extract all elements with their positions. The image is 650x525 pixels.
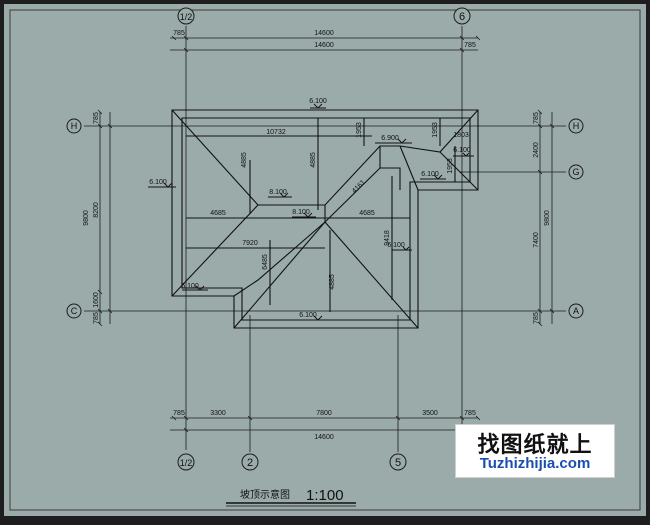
elevation-text: 8.100	[292, 209, 310, 216]
dim-text: 4885	[310, 152, 317, 168]
grid-label: 5	[395, 457, 401, 469]
grid-bubble-bottom-3	[389, 453, 407, 471]
dim-text: 785	[173, 30, 185, 37]
grid-label: H	[573, 121, 580, 131]
dim-text: 14600	[314, 434, 334, 441]
dim-text: 9418	[384, 230, 391, 246]
elevation-markers	[148, 103, 474, 321]
dim-text: 7800	[316, 410, 332, 417]
dim-text: 1803	[453, 132, 469, 139]
drawing-title: 坡顶示意图 1:100	[226, 487, 356, 507]
dim-text: 8200	[93, 202, 100, 218]
dim-text: 785	[464, 410, 476, 417]
dim-text: 4885	[329, 274, 336, 290]
watermark-en: Tuzhizhijia.com	[479, 455, 591, 472]
grid-bubble-top-right	[453, 7, 471, 25]
dim-text: 14600	[314, 42, 334, 49]
grid-bubble-top-left	[177, 7, 195, 25]
dim-text: 785	[533, 312, 540, 324]
dim-text: 1600	[93, 292, 100, 308]
dim-text: 14600	[314, 30, 334, 37]
dim-text: 2400	[533, 142, 540, 158]
dim-text: 6485	[262, 254, 269, 270]
elevation-text: 6.100	[149, 179, 167, 186]
dim-text: 785	[93, 312, 100, 324]
grid-label: G	[572, 167, 579, 177]
dim-text: 3300	[210, 410, 226, 417]
dim-text: 785	[533, 112, 540, 124]
grid-bubble-bottom-1	[177, 453, 195, 471]
drawing-title-cn: 坡顶示意图	[240, 488, 290, 501]
dim-text: 9800	[83, 210, 90, 226]
dim-text: 1953	[356, 122, 363, 138]
grid-label: 1/2	[180, 12, 193, 22]
grid-bubble-right-a	[568, 303, 584, 319]
grid-label: 1/2	[180, 458, 193, 468]
dim-text: 4685	[359, 210, 375, 217]
dim-text: 785	[173, 410, 185, 417]
dimension-lines	[97, 35, 555, 433]
dim-text: 9800	[544, 210, 551, 226]
dim-text: 3500	[422, 410, 438, 417]
elevation-text: 6.100	[181, 283, 199, 290]
grid-label: 6	[459, 11, 465, 23]
grid-bubble-right-h	[568, 118, 584, 134]
grid-bubble-right-g	[568, 164, 584, 180]
dim-text: 4685	[210, 210, 226, 217]
drawing-border	[9, 9, 641, 511]
grid-bubbles	[66, 7, 584, 471]
elevation-text: 6.100	[309, 98, 327, 105]
dim-text: 7400	[533, 232, 540, 248]
grid-label: A	[573, 306, 579, 316]
dim-text: 1953	[447, 158, 454, 174]
grid-label: 2	[247, 457, 253, 469]
elevation-text: 6.100	[299, 312, 317, 319]
dim-text: 7920	[242, 240, 258, 247]
grid-bubble-left-h	[66, 118, 82, 134]
grid-label: H	[71, 121, 78, 131]
elevation-text: 6.900	[381, 135, 399, 142]
dim-text: 1953	[432, 122, 439, 138]
drawing-scale: 1:100	[306, 487, 344, 504]
elevation-text: 6.100	[387, 242, 405, 249]
grid-bubble-left-c	[66, 303, 82, 319]
dim-text: 10732	[266, 129, 286, 136]
grid-label: C	[71, 306, 78, 316]
watermark-logo: 找图纸就上 Tuzhizhijia.com	[455, 424, 615, 478]
dim-text: 785	[464, 42, 476, 49]
dim-text: 4885	[241, 152, 248, 168]
elevation-text: 6.100	[421, 171, 439, 178]
watermark-cn: 找图纸就上	[477, 433, 593, 458]
grid-labels: 1/2 6 1/2 2 5 H C H G A	[71, 11, 580, 469]
dim-text: 785	[93, 112, 100, 124]
elevation-text: 6.100	[453, 147, 471, 154]
elevation-texts: 6.100 6.900 6.100 6.100 6.100 8.100 8.10…	[149, 98, 471, 319]
elevation-text: 8.100	[269, 189, 287, 196]
grid-bubble-bottom-2	[241, 453, 259, 471]
